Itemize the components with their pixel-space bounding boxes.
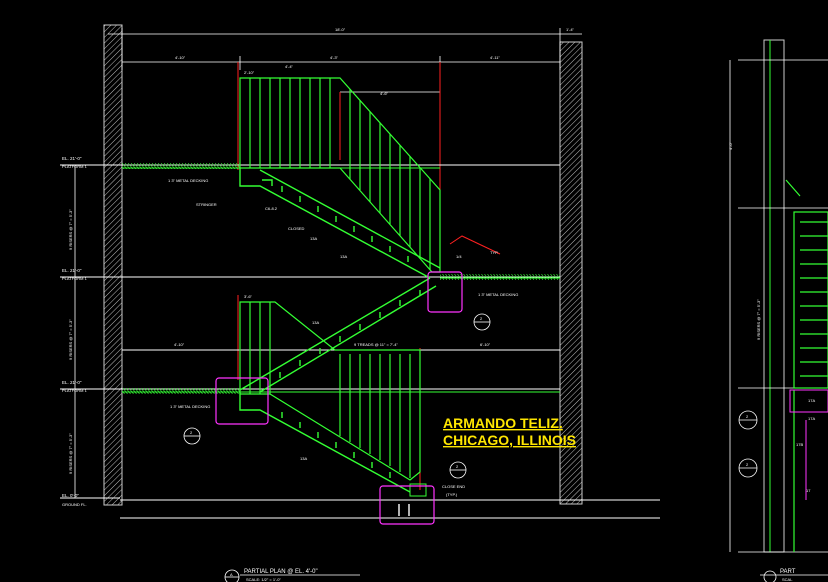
rail-height-upper: 2'-10" xyxy=(244,70,255,75)
right-view-magenta-box xyxy=(789,389,828,500)
level-name-4: GROUND FL. xyxy=(62,502,87,507)
riser-dim-2: 9 RISERS @ 7" = 5'-3" xyxy=(68,319,73,360)
note-close-end-typ: (TYP.) xyxy=(446,492,458,497)
dim-right: 1'-4" xyxy=(566,27,575,32)
dim-seg3: 4'-11" xyxy=(490,55,500,60)
note-deck-lower: 1 3" METAL DECKING xyxy=(170,404,210,409)
note-treads-run: 9 TREADS @ 11" = 7'-4" xyxy=(354,342,398,347)
level-elev-3: EL. 21'-0" xyxy=(62,380,82,385)
note-c-channel: C6-8.2 xyxy=(265,206,278,211)
right-callout-1: 2 xyxy=(746,414,749,419)
right-tag-2: 17A xyxy=(808,416,815,421)
dim-mid-right: 6'-10" xyxy=(480,342,491,347)
dim-seg5: 4'-6" xyxy=(380,91,389,96)
level-elev-1: EL. 21'-0" xyxy=(62,156,82,161)
tread-tag-c: 13A xyxy=(312,320,319,325)
note-typ: TYP. xyxy=(490,250,498,255)
note-stringer: STRINGER xyxy=(196,202,217,207)
base-plate xyxy=(409,483,427,497)
riser-dim-3: 9 RISERS @ 7" = 5'-3" xyxy=(68,433,73,474)
tread-tag-b: 13A xyxy=(340,254,347,259)
platform-grating-upper xyxy=(122,163,240,169)
upper-flight-stringer xyxy=(239,168,441,279)
right-tag-3: 17B xyxy=(796,442,803,447)
right-risers: 9 RISERS @ 7" = 5'-3" xyxy=(756,299,761,340)
wall-left xyxy=(103,24,123,506)
base-bolts xyxy=(398,504,410,516)
right-view-rail xyxy=(785,179,828,552)
level-elev-4: EL. 0'-0" xyxy=(62,493,79,498)
callout-circles xyxy=(183,313,758,479)
right-callout-2: 2 xyxy=(746,462,749,467)
drawing-title-location: CHICAGO, ILLINOIS xyxy=(443,432,576,448)
view-title: PARTIAL PLAN @ EL. 4'-0" xyxy=(244,569,318,575)
right-view-scale: SCAL xyxy=(782,577,793,582)
callout-a: 2 xyxy=(480,316,483,321)
note-closed: CLOSED xyxy=(288,226,305,231)
note-close-end: CLOSE END xyxy=(442,484,465,489)
lower-flight-handrail xyxy=(239,301,421,481)
view-scale: SCALE: 1/2" = 1'-0" xyxy=(246,577,281,582)
middle-cross-stringer xyxy=(239,277,437,493)
dim-overall: 18'-0" xyxy=(335,27,346,32)
magenta-detail-boxes xyxy=(215,271,463,525)
dim-seg2: 4'-3" xyxy=(330,55,339,60)
callout-b: 2 xyxy=(190,430,193,435)
note-weld: 1/4 xyxy=(456,254,462,259)
dim-seg4: 4'-4" xyxy=(285,64,294,69)
platform-grating-lower xyxy=(122,388,240,394)
tread-tag-a: 13A xyxy=(310,236,317,241)
drawing-title-name: ARMANDO TELIZ. xyxy=(443,415,563,431)
dim-mid-left: 4'-10" xyxy=(174,342,185,347)
platform-grating-middle xyxy=(440,274,560,280)
callout-c: 2 xyxy=(456,464,459,469)
view-title-block xyxy=(224,569,360,582)
wall-right xyxy=(559,41,583,505)
note-deck-middle: 1 3" METAL DECKING xyxy=(478,292,518,297)
rail-height-lower: 3'-6" xyxy=(244,294,253,299)
right-tag-1: 17A xyxy=(808,398,815,403)
note-deck-upper: 1 3" METAL DECKING xyxy=(168,178,208,183)
dim-seg1: 4'-10" xyxy=(175,55,186,60)
right-partial-view xyxy=(729,59,828,582)
riser-dim-1: 9 RISERS @ 7" = 5'-3" xyxy=(68,209,73,250)
level-elev-2: EL. 21'-0" xyxy=(62,268,82,273)
section-mark: A xyxy=(230,572,233,577)
tread-tag-d: 13A xyxy=(300,456,307,461)
right-tag-4: 17 xyxy=(806,488,811,493)
right-view-title: PART xyxy=(780,569,796,575)
right-dim-top: 4'-0" xyxy=(728,141,733,150)
